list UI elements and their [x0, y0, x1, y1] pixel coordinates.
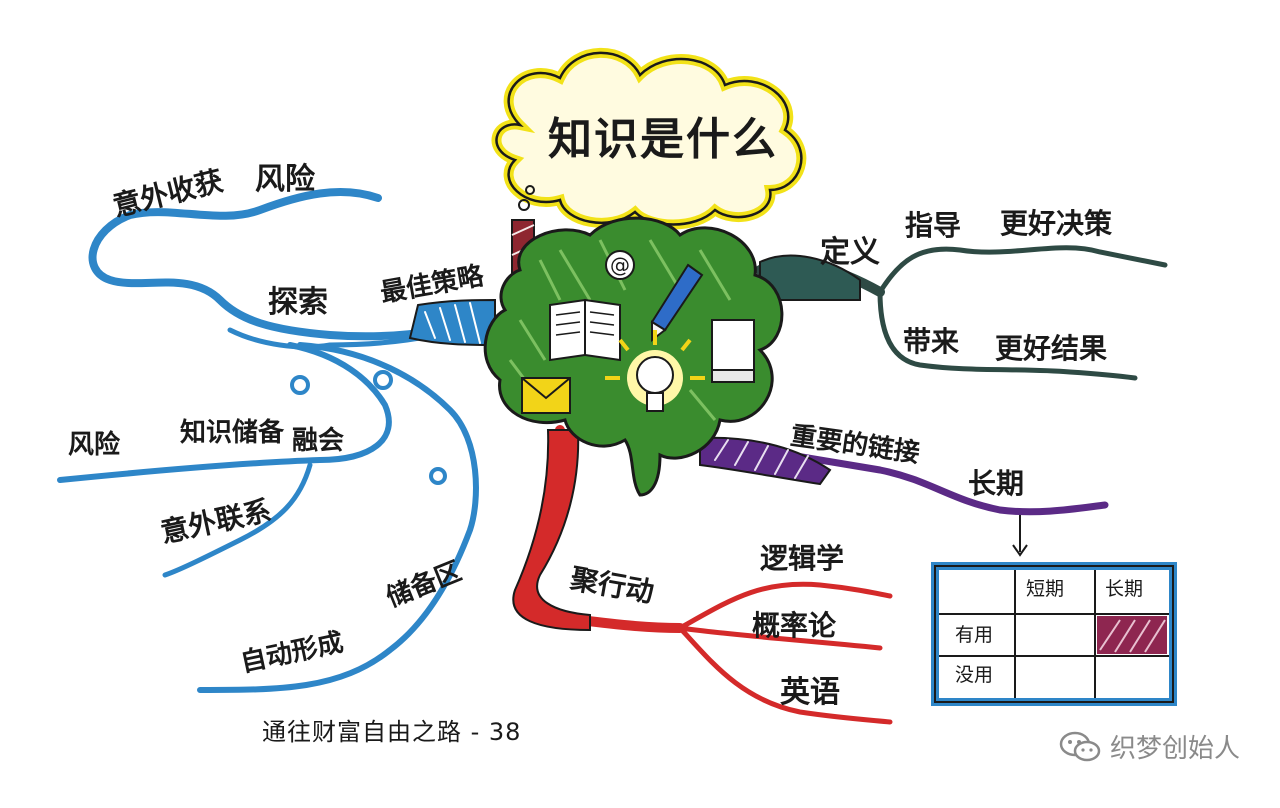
table-header-long-term: 长期	[1105, 580, 1143, 599]
label-better-result: 更好结果	[995, 335, 1107, 363]
label-risk-top: 风险	[255, 165, 315, 195]
table-row-useful: 有用	[955, 626, 993, 645]
label-guide: 指导	[905, 212, 961, 240]
table-header-short-term: 短期	[1026, 580, 1064, 599]
closed-book-icon	[712, 320, 754, 382]
label-better-decision: 更好决策	[1000, 210, 1112, 238]
label-english: 英语	[780, 678, 840, 708]
open-book-icon	[550, 300, 620, 360]
svg-text:@: @	[610, 253, 630, 277]
label-long-term: 长期	[968, 470, 1024, 498]
label-bring: 带来	[903, 328, 959, 356]
envelope-icon	[522, 378, 570, 413]
watermark: 织梦创始人	[1058, 728, 1240, 765]
arrow-to-table	[1013, 515, 1027, 555]
label-probability: 概率论	[752, 612, 836, 640]
chat-bubbles-icon	[1058, 729, 1102, 765]
label-knowledge-store: 知识储备	[180, 420, 284, 446]
caption: 通往财富自由之路 - 38	[262, 720, 521, 744]
table-row-useless: 没用	[955, 666, 993, 685]
title: 知识是什么	[548, 118, 778, 162]
label-explore: 探索	[268, 288, 328, 318]
at-sign-icon: @	[606, 251, 634, 279]
label-logic: 逻辑学	[760, 545, 844, 573]
label-integrate: 融会	[292, 428, 344, 454]
label-definition: 定义	[820, 238, 880, 268]
watermark-text: 织梦创始人	[1110, 728, 1240, 765]
label-risk-left: 风险	[68, 432, 120, 458]
